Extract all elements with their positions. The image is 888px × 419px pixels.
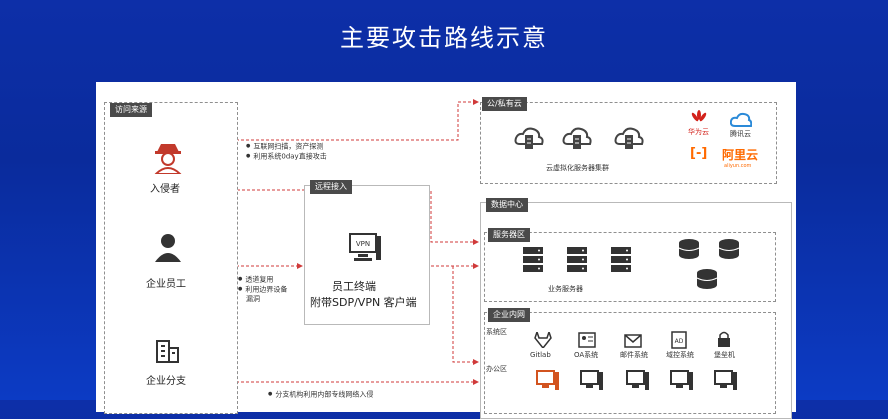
remote-access-tag: 远程接入 bbox=[310, 180, 352, 194]
branch-label: 企业分支 bbox=[146, 376, 186, 387]
office-zone-label: 办公区 bbox=[486, 365, 507, 373]
vpn-icon-text: VPN bbox=[356, 240, 370, 248]
intruder-label: 入侵者 bbox=[150, 184, 180, 195]
remote-line2: 附带SDP/VPN 客户端 bbox=[310, 296, 417, 309]
cloud-tag: 公/私有云 bbox=[482, 97, 527, 111]
cloud-servers-label: 云虚拟化服务器集群 bbox=[546, 164, 609, 172]
note-mid-1: 透道复用 bbox=[238, 275, 273, 285]
server-zone-tag: 服务器区 bbox=[488, 228, 530, 242]
note-mid-2: 利用边界设备 bbox=[238, 285, 287, 295]
system-label-domain: 域控系统 bbox=[666, 351, 694, 359]
huawei-label: 华为云 bbox=[688, 128, 709, 136]
aliyun-url: aliyun.com bbox=[724, 163, 752, 169]
oa-icon bbox=[578, 332, 596, 352]
ad-glyph-text: AD bbox=[675, 338, 684, 345]
computer-icon bbox=[580, 370, 604, 396]
rack-server-icon bbox=[610, 246, 632, 278]
system-label-mail: 邮件系统 bbox=[620, 351, 648, 359]
employee-icon bbox=[154, 232, 182, 266]
diagram-panel: 访问来源 入侵者 企业员工 企业分支 互联网扫描，资产探测 利用系统0day直接… bbox=[96, 82, 796, 419]
vpn-terminal-icon: VPN bbox=[349, 232, 381, 268]
remote-line1: 员工终端 bbox=[332, 280, 376, 293]
system-zone-label: 系统区 bbox=[486, 328, 507, 336]
computer-icon bbox=[714, 370, 738, 396]
database-icon bbox=[696, 268, 718, 294]
note-top-1: 互联网扫描，资产探测 bbox=[246, 142, 323, 152]
system-label-oa: OA系统 bbox=[574, 351, 599, 359]
page-title: 主要攻击路线示意 bbox=[340, 24, 548, 52]
intranet-box bbox=[484, 312, 776, 414]
system-label-gitlab: Gitlab bbox=[530, 351, 551, 359]
bastion-lock-icon bbox=[716, 330, 732, 352]
intranet-tag: 企业内网 bbox=[488, 308, 530, 322]
computer-icon bbox=[670, 370, 694, 396]
source-tag: 访问来源 bbox=[110, 103, 152, 117]
aliyun-label: 阿里云 bbox=[722, 148, 759, 162]
aliyun-logo-mark: [-] bbox=[690, 146, 708, 161]
note-mid-3: 漏洞 bbox=[246, 295, 260, 303]
computer-icon bbox=[626, 370, 650, 396]
domain-control-icon: AD bbox=[670, 331, 688, 353]
database-icon bbox=[718, 238, 740, 264]
building-icon bbox=[154, 338, 180, 368]
computer-icon bbox=[536, 370, 560, 396]
rack-server-icon bbox=[566, 246, 588, 278]
intruder-icon bbox=[153, 140, 183, 178]
huawei-logo-icon bbox=[690, 110, 708, 130]
gitlab-icon bbox=[534, 329, 552, 352]
cloud-server-icon bbox=[614, 124, 644, 158]
datacenter-tag: 数据中心 bbox=[486, 198, 528, 212]
mail-icon bbox=[624, 333, 642, 352]
employee-label: 企业员工 bbox=[146, 279, 186, 290]
tencent-logo-icon bbox=[729, 112, 753, 132]
system-label-bastion: 堡垒机 bbox=[714, 351, 735, 359]
cloud-server-icon bbox=[514, 124, 544, 158]
note-bottom: 分支机构利用内部专线网络入侵 bbox=[268, 390, 373, 400]
rack-server-icon bbox=[522, 246, 544, 278]
database-icon bbox=[678, 238, 700, 264]
cloud-server-icon bbox=[562, 124, 592, 158]
note-top-2: 利用系统0day直接攻击 bbox=[246, 152, 326, 162]
tencent-label: 腾讯云 bbox=[730, 130, 751, 138]
business-servers-label: 业务服务器 bbox=[548, 285, 583, 293]
